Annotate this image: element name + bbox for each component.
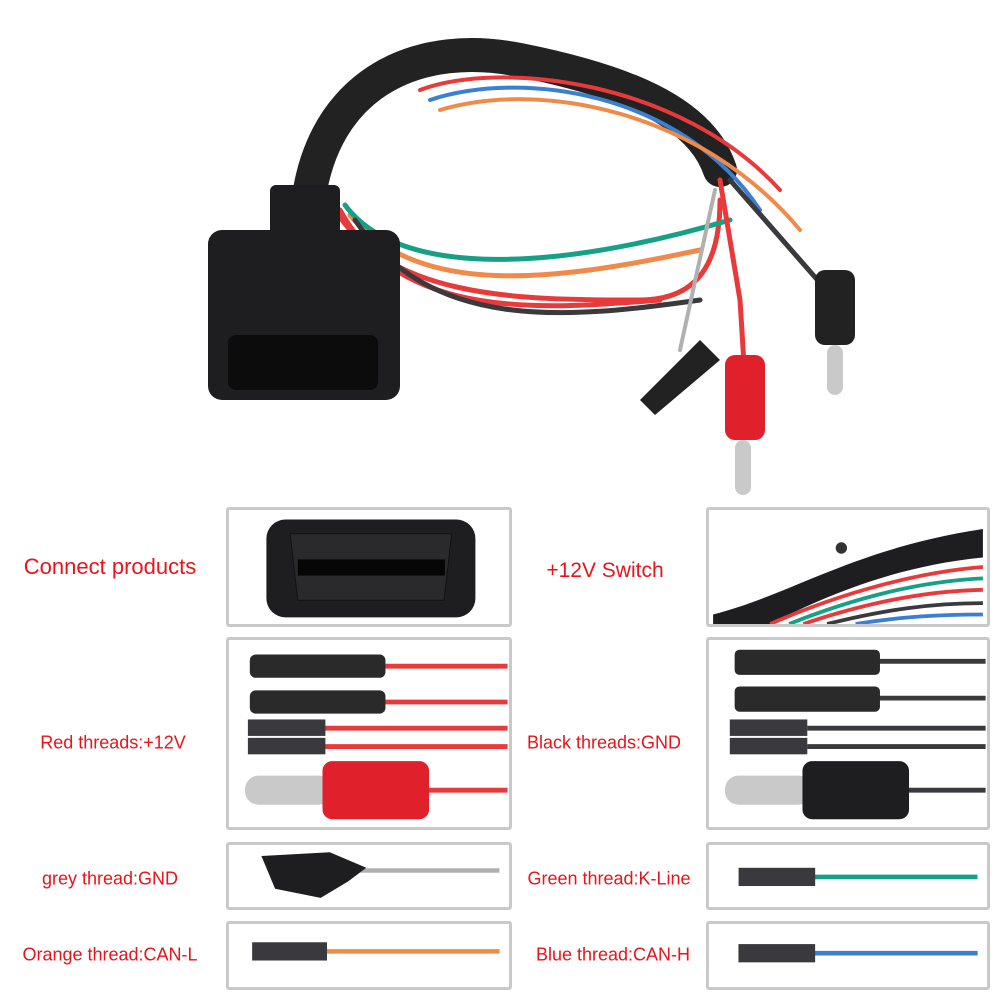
label-blue-thread: Blue thread:CAN-H [535,944,691,965]
label-12v-switch: +12V Switch [546,559,664,582]
label-grey-thread: grey thread:GND [41,868,179,889]
blue-thread-image [706,921,990,990]
orange-thread-image [226,921,512,990]
label-green-thread: Green thread:K-Line [527,868,691,889]
label-red-threads: Red threads:+12V [40,732,186,753]
grey-thread-image [226,842,512,910]
green-thread-image [706,842,990,910]
obd2-cable-harness-photo [208,38,855,495]
black-threads-image [706,637,990,830]
obd-connector-image [226,507,512,627]
label-connect-products: Connect products [23,554,197,579]
red-threads-image [226,637,512,830]
label-black-threads: Black threads:GND [526,732,682,753]
switch-closeup-image [706,507,990,627]
label-orange-thread: Orange thread:CAN-L [22,944,198,965]
